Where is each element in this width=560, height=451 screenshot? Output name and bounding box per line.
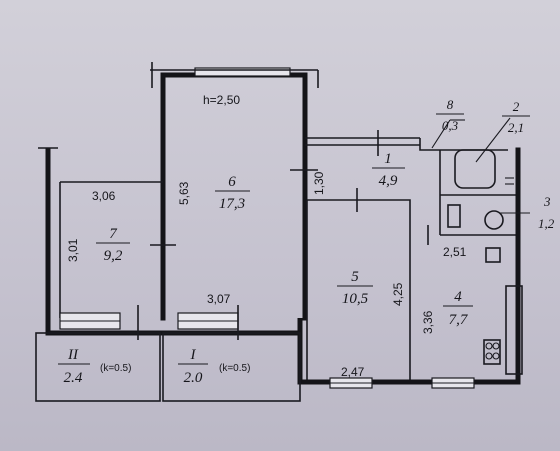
toilet-tank-icon: [447, 204, 461, 228]
balcony-I-number: I: [190, 347, 197, 363]
window-top: [194, 67, 291, 77]
kitchen-sink-icon: [485, 247, 501, 263]
balcony-I-area: 2.0: [184, 370, 203, 386]
dim-room4-height: 3,36: [421, 310, 435, 334]
leader-room8: [431, 119, 451, 149]
wall-bathroom-top: [419, 138, 508, 151]
dim-room5-width: 2,47: [341, 365, 365, 379]
balcony-II-number: II: [67, 347, 79, 363]
room6-area: 17,3: [219, 196, 245, 212]
fixtures: [38, 62, 530, 375]
room7-area: 9,2: [104, 248, 123, 264]
windows: [59, 67, 475, 389]
sink-icon: [484, 210, 504, 230]
room4-area: 7,7: [449, 312, 469, 328]
room2-number: 2: [513, 99, 520, 114]
room3-number: 3: [543, 194, 551, 209]
balcony-II-coef: (k=0.5): [100, 363, 131, 374]
dim-room6-height: 5,63: [177, 181, 191, 205]
room4-number: 4: [454, 289, 462, 305]
door-ticks: [137, 130, 429, 340]
stove-icon: [505, 285, 523, 375]
room7-number: 7: [109, 226, 118, 242]
balcony-I-coef: (k=0.5): [219, 363, 250, 374]
room1-number: 1: [384, 151, 392, 167]
room2-area: 2,1: [508, 120, 524, 135]
cooker-icon: [483, 339, 501, 365]
room8-number: 8: [447, 97, 454, 112]
dim-room7-width: 3,06: [92, 189, 116, 203]
bathtub-icon: [454, 149, 496, 189]
dim-room6-width: 3,07: [207, 292, 231, 306]
dim-room5-height: 4,25: [391, 282, 405, 306]
balcony-II-area: 2.4: [64, 370, 83, 386]
room1-area: 4,9: [379, 173, 398, 189]
balcony-II-outline: [35, 332, 161, 402]
leader-room2: [475, 117, 511, 163]
room6-number: 6: [228, 174, 236, 190]
dim-room7-height: 3,01: [66, 238, 80, 262]
room5-number: 5: [351, 269, 359, 285]
room5-area: 10,5: [342, 291, 369, 307]
room3-area: 1,2: [538, 216, 555, 231]
room8-area: 0,3: [442, 118, 459, 133]
dim-corridor-width: 1,30: [312, 171, 326, 195]
wall-room5: [307, 199, 411, 382]
ceiling-height-label: h=2,50: [203, 93, 240, 107]
dim-room4-width: 2,51: [443, 245, 467, 259]
balcony-I-outline: [162, 332, 301, 402]
